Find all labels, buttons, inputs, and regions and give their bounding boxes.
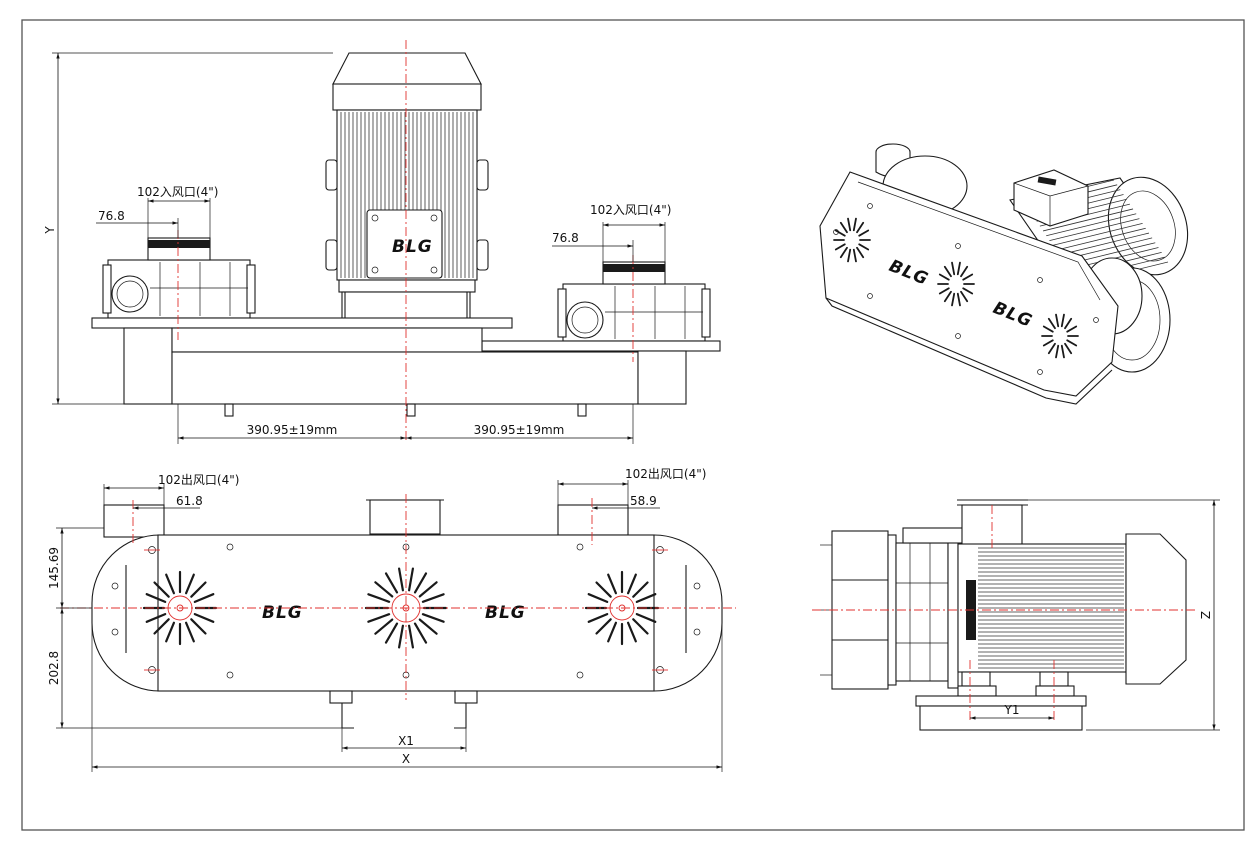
front-inlet-left-label: 102入风口(4"): [137, 185, 218, 199]
side-view: Y1 Z: [812, 499, 1220, 731]
side-motor-fins: [978, 547, 1124, 669]
top-logo-left: BLG: [262, 603, 303, 623]
top-outlet-left-label: 102出风口(4"): [158, 473, 239, 487]
top-outlet-right-label: 102出风口(4"): [625, 467, 706, 481]
front-spacing-right: 390.95±19mm: [474, 423, 565, 437]
top-overall-length: X: [402, 752, 410, 766]
side-foot-spacing: Y1: [1004, 703, 1020, 717]
front-offset-left: 76.8: [98, 209, 125, 223]
iso-view: BLG BLG: [819, 143, 1189, 405]
front-inlet-right-label: 102入风口(4"): [590, 203, 671, 217]
top-logo-right: BLG: [485, 603, 526, 623]
top-offset-left: 61.8: [176, 494, 203, 508]
iso-vent-sunbursts: [833, 217, 1079, 359]
side-height-label: Z: [1199, 611, 1213, 619]
front-spacing-left: 390.95±19mm: [247, 423, 338, 437]
top-lower-depth: 202.8: [47, 651, 61, 685]
top-offset-right: 58.9: [630, 494, 657, 508]
top-view: BLG BLG 102出风口(4") 61.8 102出风口(4") 58.9 …: [47, 467, 736, 772]
front-motor-logo: BLG: [392, 237, 433, 257]
front-height-label: Y: [43, 226, 57, 235]
top-foot-spacing: X1: [398, 734, 414, 748]
top-brackets: [111, 543, 701, 679]
top-upper-depth: 145.69: [47, 547, 61, 589]
front-view: BLG: [43, 40, 721, 444]
drawing-frame: [21, 19, 1245, 831]
iso-bolts: [833, 203, 1099, 375]
front-offset-right: 76.8: [552, 231, 579, 245]
